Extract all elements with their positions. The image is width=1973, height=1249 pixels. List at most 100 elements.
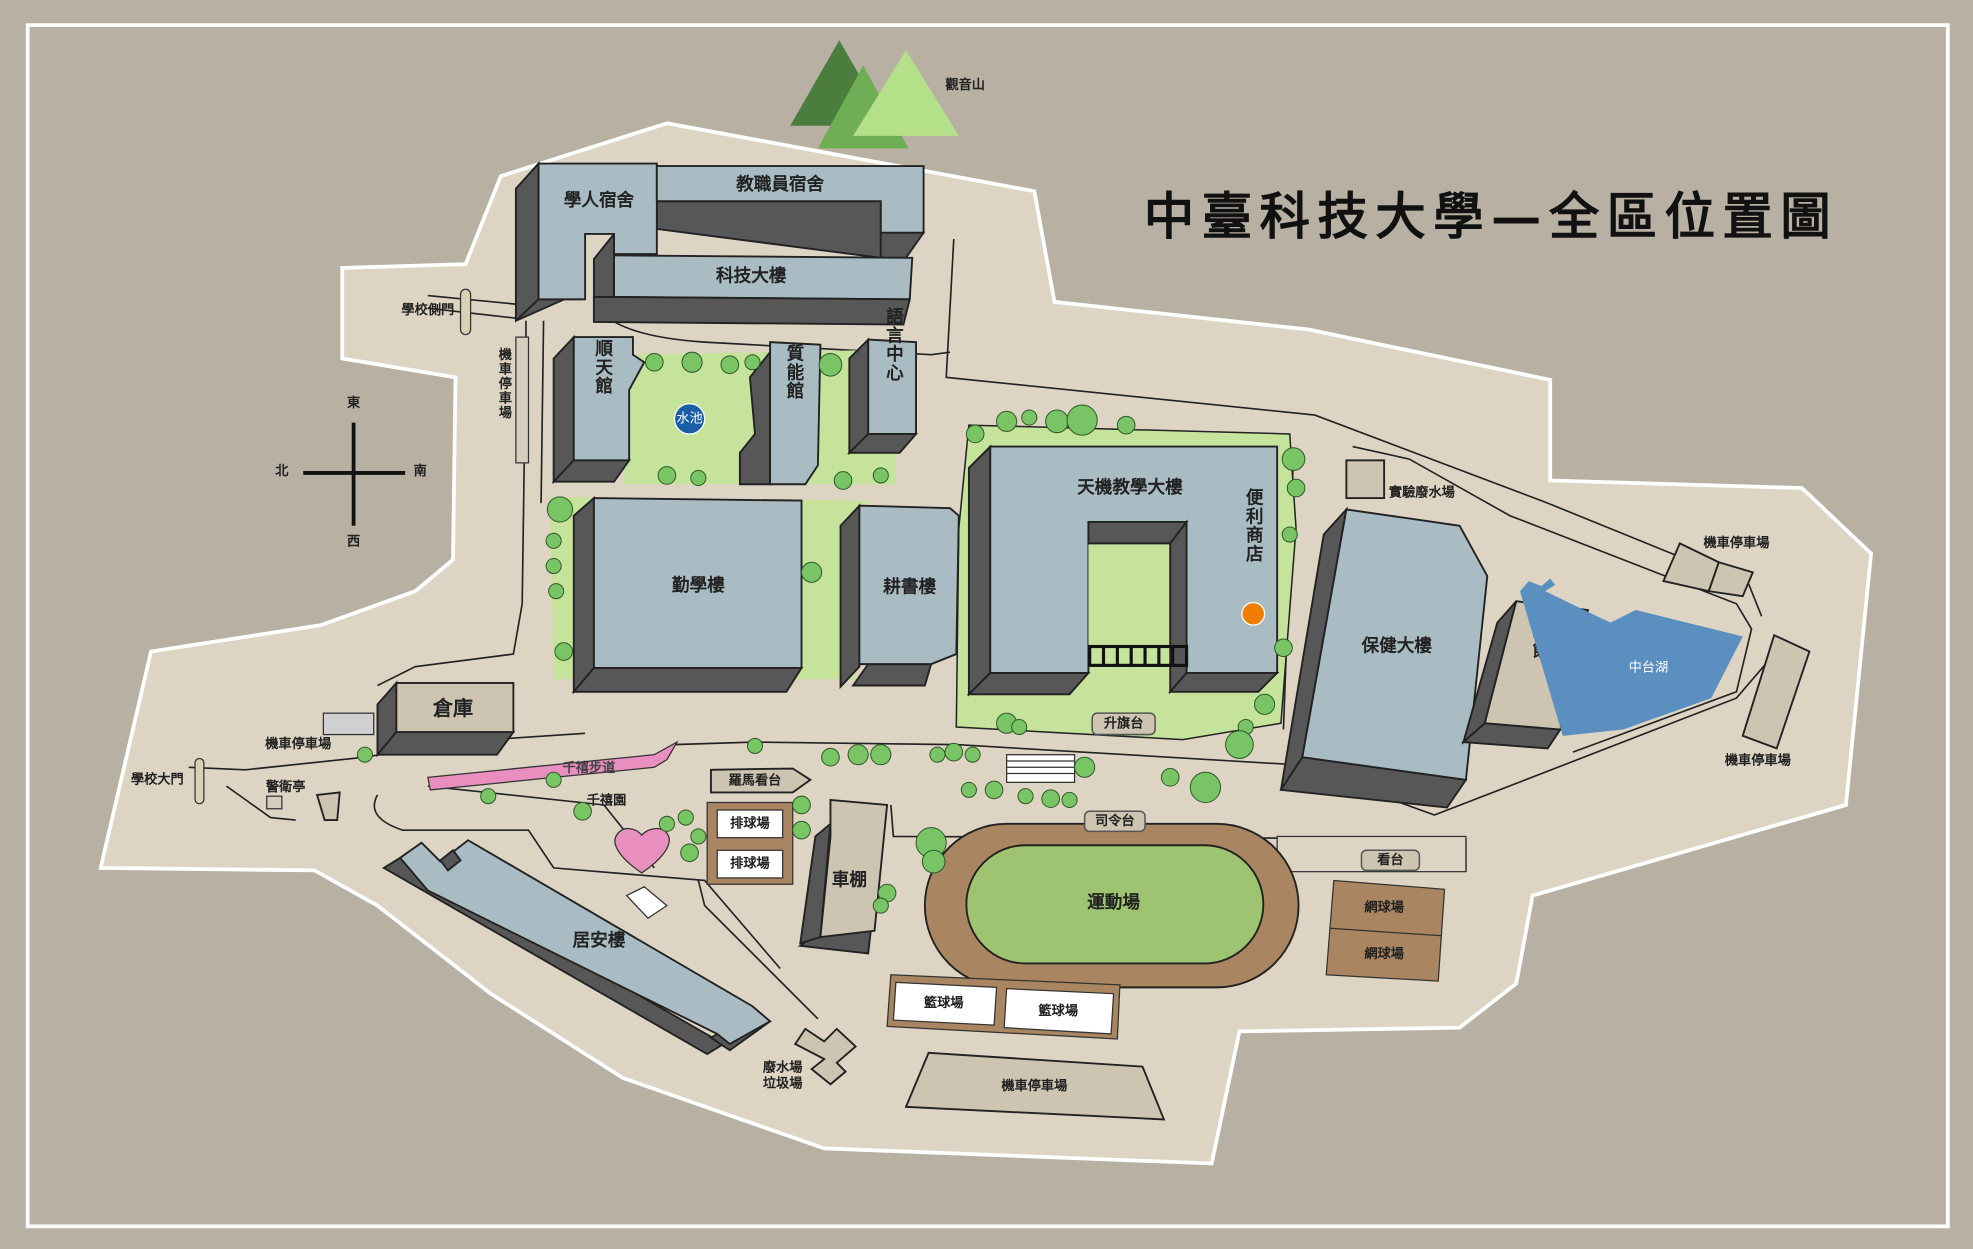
- gengshu-label: 耕書樓: [883, 576, 936, 597]
- compass-south: 南: [414, 462, 427, 479]
- convenience-store-marker[interactable]: [1241, 601, 1266, 626]
- tree-icon: [690, 469, 707, 487]
- tree-icon: [1061, 791, 1078, 809]
- wastewater-garbage-site: [793, 1027, 858, 1086]
- juan-building: [398, 839, 772, 1046]
- guard-booth-label: 警衛亭: [266, 778, 306, 795]
- tree-icon: [818, 352, 843, 377]
- tree-icon: [356, 746, 373, 763]
- tree-icon: [1281, 526, 1298, 543]
- tree-icon: [746, 737, 764, 754]
- tree-icon: [847, 744, 869, 766]
- tree-icon: [1225, 730, 1254, 759]
- health-building-label: 保健大樓: [1360, 636, 1432, 657]
- sports-field-label: 運動場: [1087, 892, 1140, 913]
- zhineng-hall: [769, 341, 822, 486]
- tree-icon: [929, 746, 946, 763]
- zhineng-label: 質能館: [784, 344, 805, 401]
- tree-icon: [1021, 409, 1038, 426]
- tree-icon: [680, 843, 699, 863]
- millennium-garden-label: 千禧園: [587, 792, 627, 809]
- west-parking-area: [515, 336, 530, 464]
- car-shed-label: 車棚: [832, 869, 867, 890]
- tree-icon: [681, 351, 703, 373]
- tech-building-label: 科技大樓: [716, 266, 787, 287]
- compass-west: 西: [347, 534, 360, 550]
- tree-icon: [944, 742, 964, 762]
- tree-icon: [1074, 756, 1096, 778]
- lab-wastewater: [1345, 459, 1386, 500]
- volleyball-1-label: 排球場: [730, 814, 770, 831]
- shuntian-label: 順天館: [593, 339, 614, 396]
- main-gate-label: 學校大門: [131, 770, 184, 787]
- grandstand-label: 看台: [1376, 851, 1403, 868]
- tree-icon: [964, 746, 981, 763]
- millennium-trail: [427, 740, 679, 791]
- mountain-icon: [790, 40, 959, 149]
- pond-label: 水池: [676, 410, 702, 426]
- tree-icon: [1274, 638, 1293, 658]
- tianji-label: 天機教學大樓: [1077, 477, 1183, 498]
- tree-icon: [480, 788, 497, 805]
- tree-icon: [1116, 415, 1136, 435]
- tree-icon: [545, 532, 562, 549]
- lab-wastewater-label: 實驗廢水場: [1389, 484, 1455, 501]
- tree-icon: [1254, 693, 1276, 715]
- warehouse-parking: [322, 712, 375, 736]
- basketball-2-label: 籃球場: [1038, 1002, 1078, 1019]
- qinxue-label: 勤學樓: [672, 575, 725, 596]
- tree-icon: [870, 744, 892, 766]
- convenience-store-label: 便利商店: [1243, 488, 1263, 564]
- mountain-label: 觀音山: [945, 76, 985, 93]
- tree-icon: [720, 355, 740, 375]
- roman-stand-label: 羅馬看台: [729, 772, 782, 789]
- tree-icon: [573, 801, 592, 821]
- staff-dorm: [655, 165, 925, 234]
- millennium-trail-label: 千禧步道: [562, 759, 616, 776]
- tree-icon: [965, 424, 985, 444]
- south-parking-label: 機車停車場: [1001, 1077, 1067, 1094]
- main-gate[interactable]: [194, 757, 205, 805]
- compass-north: 北: [275, 463, 289, 479]
- side-gate: [459, 288, 472, 336]
- tree-icon: [744, 354, 761, 371]
- volleyball-2-label: 排球場: [730, 855, 770, 872]
- roman-stand: [709, 767, 813, 794]
- scholar-dorm-label: 學人宿舍: [564, 190, 635, 211]
- tree-icon: [1286, 478, 1306, 498]
- tree-icon: [1066, 404, 1098, 436]
- heart-garden-icon: [614, 827, 670, 874]
- warehouse-parking-label: 機車停車場: [265, 735, 331, 752]
- tree-icon: [1160, 768, 1180, 787]
- tree-icon: [657, 466, 677, 485]
- command-platform-label: 司令台: [1095, 812, 1135, 829]
- language-center-label: 語言中心: [883, 306, 903, 382]
- juan-crosswalk: [625, 886, 668, 920]
- tree-icon: [872, 467, 889, 484]
- tree-icon: [546, 496, 574, 523]
- tree-icon: [1189, 771, 1222, 803]
- tree-icon: [545, 771, 562, 788]
- tree-icon: [690, 828, 707, 845]
- tree-icon: [1017, 788, 1034, 805]
- tianji-gate: [1088, 644, 1189, 667]
- juan-label: 居安樓: [573, 930, 626, 951]
- crosswalk: [1006, 754, 1076, 783]
- garbage-label: 垃圾場: [763, 1075, 803, 1092]
- compass-east: 東: [347, 395, 361, 411]
- warehouse-label: 倉庫: [432, 696, 473, 720]
- tree-icon: [872, 897, 889, 914]
- wastewater-label: 廢水場: [763, 1058, 803, 1075]
- compass-icon: [303, 422, 406, 526]
- tree-icon: [801, 561, 823, 583]
- tree-icon: [1045, 409, 1069, 434]
- tree-icon: [792, 795, 811, 815]
- east-top-parking-label: 機車停車場: [1703, 534, 1769, 551]
- tree-icon: [658, 815, 675, 832]
- tennis-1-label: 網球場: [1364, 899, 1404, 916]
- tree-icon: [677, 809, 694, 826]
- car-shed: [819, 798, 889, 939]
- tree-icon: [833, 471, 853, 490]
- east-bottom-parking: [1741, 633, 1811, 750]
